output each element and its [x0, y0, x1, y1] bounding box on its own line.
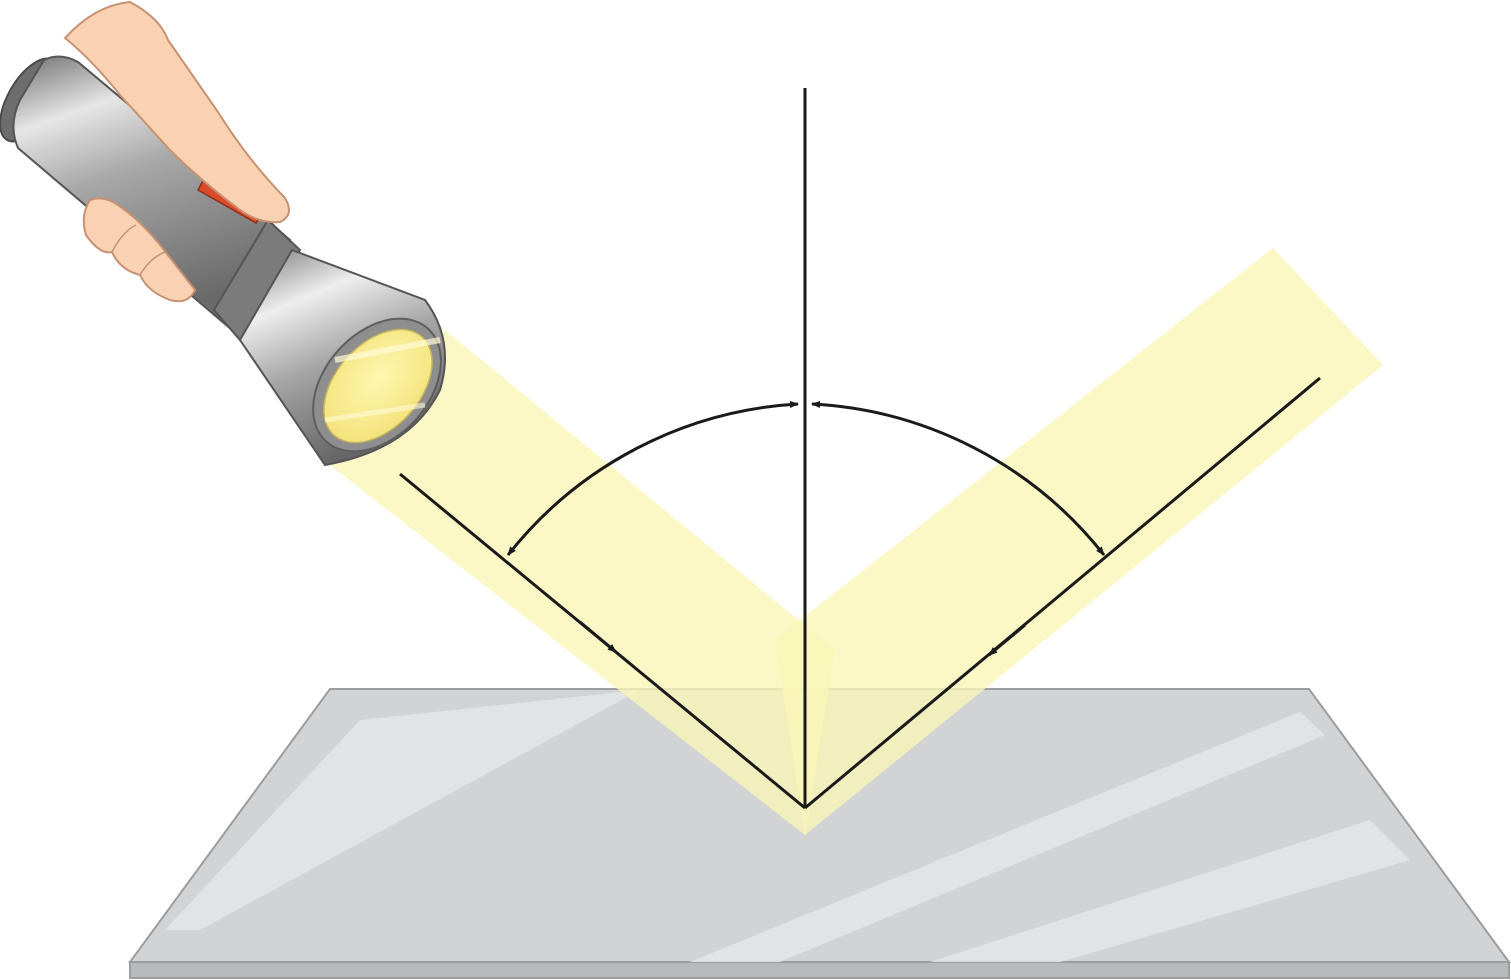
- hand: [63, 0, 290, 303]
- mirror-shine-right: [690, 712, 1325, 962]
- mirror-shine-left: [165, 690, 640, 930]
- mirror-shine-right-lower: [930, 820, 1410, 962]
- hand-fingers: [82, 197, 197, 303]
- angle-of-reflection-arc: [811, 400, 1106, 556]
- angle-of-incidence-arc: [506, 400, 799, 556]
- hand-thumb-palm: [63, 0, 290, 224]
- incident-ray: [399, 472, 806, 810]
- incident-ray-arrow-icon: [579, 620, 617, 654]
- mirror-front-edge: [129, 961, 1510, 979]
- mirror: [128, 688, 1511, 979]
- reflected-ray: [804, 376, 1321, 810]
- incident-beam: [330, 330, 835, 835]
- reflected-ray-arrow-icon: [988, 623, 1026, 657]
- flashlight: [0, 55, 446, 467]
